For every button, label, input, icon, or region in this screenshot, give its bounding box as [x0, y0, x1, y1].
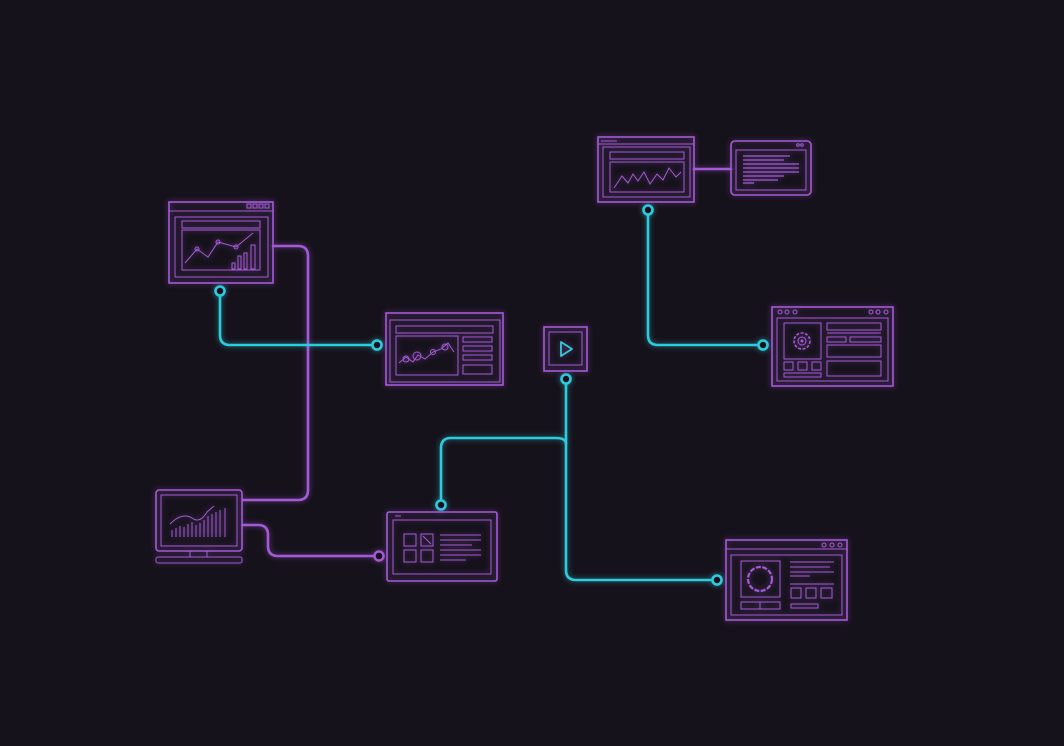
link-node: [711, 574, 723, 586]
grid-icon: [403, 533, 434, 563]
text-lines-icon: [743, 155, 799, 184]
link-node: [214, 285, 226, 297]
window-controls-icon: [796, 143, 804, 147]
ring-window[interactable]: [725, 539, 848, 621]
play-button[interactable]: [543, 326, 588, 372]
dashboard-window[interactable]: [168, 201, 274, 284]
link-node: [373, 550, 385, 562]
line-chart-icon: [398, 342, 455, 364]
chart-sidebar-window[interactable]: [385, 312, 504, 386]
monitor-chart-icon: [169, 505, 226, 537]
link-node: [757, 339, 769, 351]
link-zigzag-settings: [646, 213, 760, 347]
link-node: [642, 204, 654, 216]
text-window[interactable]: [730, 140, 812, 196]
zigzag-chart-icon: [613, 167, 682, 189]
window-controls-icon: [246, 203, 270, 209]
text-lines-icon: [440, 534, 481, 561]
link-node: [435, 499, 447, 511]
settings-window[interactable]: [771, 306, 894, 387]
gear-icon: [793, 332, 811, 350]
link-dashboard-monitor: [241, 244, 310, 502]
link-node: [371, 339, 383, 351]
link-monitor-grid: [241, 523, 376, 558]
link-play-ring: [564, 382, 714, 582]
link-dashboard-chart: [218, 294, 374, 347]
grid-window[interactable]: [386, 511, 498, 582]
link-node: [560, 373, 572, 385]
ring-icon: [746, 565, 774, 593]
zigzag-window[interactable]: [597, 136, 695, 203]
play-icon: [560, 341, 573, 357]
window-controls-icon: [777, 309, 889, 315]
line-bar-chart-icon: [184, 232, 256, 270]
link-play-grid: [439, 436, 568, 502]
monitor[interactable]: [155, 489, 243, 564]
window-controls-icon: [821, 542, 843, 548]
